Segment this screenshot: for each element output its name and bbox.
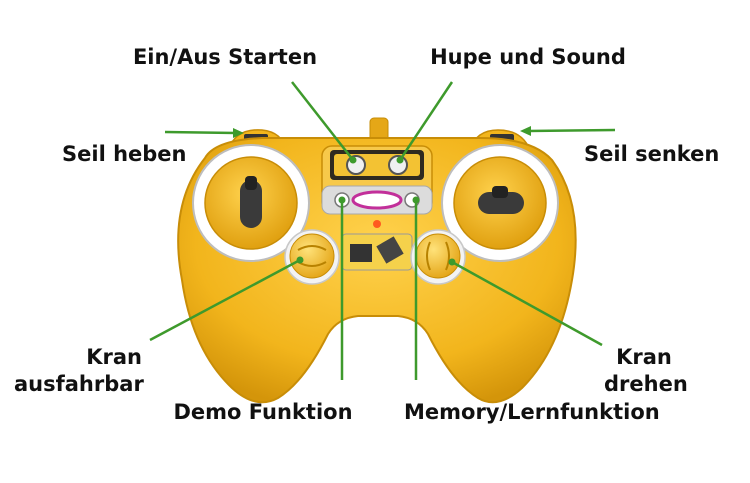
crane-rotate-button[interactable] xyxy=(410,229,466,285)
label-ein-aus: Ein/Aus Starten xyxy=(132,45,318,69)
label-hupe: Hupe und Sound xyxy=(430,45,626,69)
power-led xyxy=(373,220,381,228)
left-joystick[interactable] xyxy=(192,144,310,262)
crane-extend-button[interactable] xyxy=(284,229,340,285)
label-seil-heben: Seil heben xyxy=(62,142,187,166)
label-kran-ausfahrbar: Kran ausfahrbar xyxy=(14,345,144,396)
label-kran-drehen: Kran drehen xyxy=(604,345,688,396)
right-joystick[interactable] xyxy=(441,144,559,262)
leader-lines xyxy=(149,81,616,380)
label-memory: Memory/Lernfunktion xyxy=(404,400,660,424)
brand-logo xyxy=(351,190,403,210)
label-demo: Demo Funktion xyxy=(173,400,353,424)
function-decal xyxy=(341,233,413,271)
label-seil-senken: Seil senken xyxy=(584,142,720,166)
